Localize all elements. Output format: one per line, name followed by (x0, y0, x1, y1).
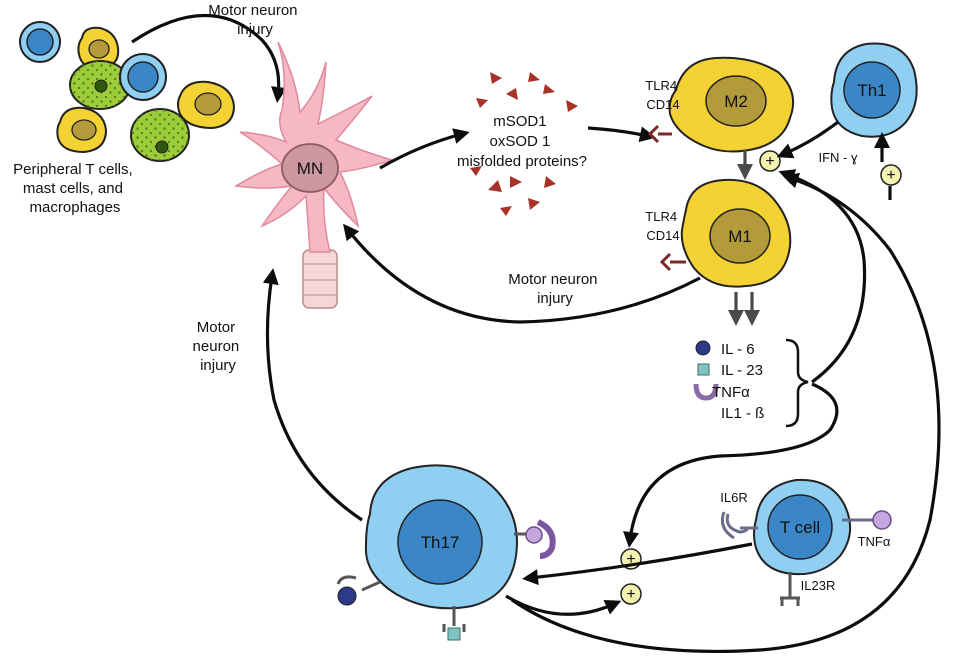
axon-myelin (302, 249, 338, 309)
arrow-proteins-to-m2 (587, 126, 656, 143)
protein-triangle (476, 98, 488, 108)
plus-sign-th1: + (880, 164, 902, 186)
protein-aggregates (470, 72, 578, 216)
svg-text:+: + (626, 586, 635, 603)
m1-receptor-label: TLR4 CD14 (645, 209, 680, 243)
tnfa-ligand (842, 510, 892, 530)
protein-triangle (506, 88, 518, 100)
svg-text:+: + (886, 167, 895, 184)
motor-neuron-injury-top-label: Motor neuron injury (208, 2, 301, 38)
protein-triangle (490, 72, 502, 84)
peripheral-mast-cell (69, 60, 131, 110)
mn-nucleus (281, 143, 339, 193)
il23r-receptor (780, 572, 800, 606)
mn-label: MN (297, 159, 323, 178)
arrow-m1-to-mn (343, 223, 701, 324)
il6r-receptor (725, 513, 758, 534)
peripheral-macrophage (56, 106, 108, 154)
motor-neuron-injury-left-label: Motor neuron injury (193, 319, 244, 374)
motor-neuron: MN (233, 41, 395, 309)
arrow-cytokines-to-plus (623, 382, 839, 548)
il23r-label: IL23R (801, 578, 836, 593)
m2-macrophage: M2 (668, 56, 794, 153)
th17-label: Th17 (421, 533, 460, 552)
cytokine-item: IL1 - ß (721, 405, 764, 422)
arrow-th17-to-mn (262, 268, 363, 522)
il6r-label: IL6R (720, 490, 747, 505)
t-cell: T cell (753, 478, 851, 576)
protein-triangle (470, 166, 482, 176)
m2-receptor-label: TLR4 CD14 (645, 78, 680, 112)
th17-il6-receptor (336, 575, 381, 606)
tnfa-tcell-label: TNFα (858, 534, 891, 549)
th1-cell: Th1 (830, 42, 918, 138)
protein-label: mSOD1 oxSOD 1 misfolded proteins? (457, 113, 587, 170)
protein-triangle (544, 176, 556, 188)
th17-il23-receptor (442, 606, 466, 641)
cytokine-item: IL - 6 (721, 341, 755, 358)
m1-receptor-tlr4 (659, 252, 686, 272)
tnfa-icon (693, 383, 719, 401)
il6-icon (695, 340, 711, 356)
m1-macrophage: M1 (680, 178, 792, 288)
arrow-th17-loop-to-m1 (511, 172, 941, 653)
svg-text:+: + (765, 153, 774, 170)
peripheral-mast-cell (130, 108, 190, 162)
th17-tnfa-receptor (514, 519, 556, 559)
protein-triangle (510, 176, 522, 188)
th17-cell: Th17 (364, 464, 518, 610)
protein-triangle (528, 72, 540, 82)
t-cell-label: T cell (780, 518, 820, 537)
cytokine-list: IL - 6 IL - 23 TNFα IL1 - ß (693, 338, 809, 428)
plus-sign-ifn: + (759, 150, 781, 172)
arrow-peripheral-to-mn (131, 13, 287, 103)
il6r-cup (720, 511, 735, 540)
protein-triangle (488, 180, 502, 192)
plus-sign-lower: + (620, 583, 642, 605)
ifn-gamma-label: IFN - ɣ (818, 150, 857, 165)
cytokine-item: IL - 23 (721, 362, 763, 379)
peripheral-macrophage (77, 26, 120, 70)
m2-receptor-tlr4 (647, 124, 672, 144)
arrow-th1-to-m1 (776, 120, 839, 159)
m2-label: M2 (724, 92, 748, 111)
peripheral-t-cell (19, 21, 61, 63)
protein-triangle (500, 206, 512, 216)
svg-text:+: + (626, 551, 635, 568)
peripheral-macrophage (177, 80, 236, 130)
peripheral-t-cell (119, 53, 167, 101)
protein-triangle (566, 100, 578, 112)
arrow-tcell-to-th17 (522, 542, 753, 586)
peripheral-cells-cluster (19, 21, 236, 162)
protein-triangle (528, 198, 540, 210)
peripheral-cells-label: Peripheral T cells, mast cells, and macr… (13, 161, 137, 216)
arrow-mn-to-proteins (379, 128, 470, 170)
cytokine-brace (785, 338, 809, 428)
m1-label: M1 (728, 227, 752, 246)
protein-triangle (543, 84, 555, 94)
cytokine-item: TNFα (712, 384, 750, 401)
motor-neuron-injury-mid-label: Motor neuron injury (508, 271, 601, 307)
th1-label: Th1 (857, 81, 886, 100)
il23-icon (697, 363, 710, 376)
